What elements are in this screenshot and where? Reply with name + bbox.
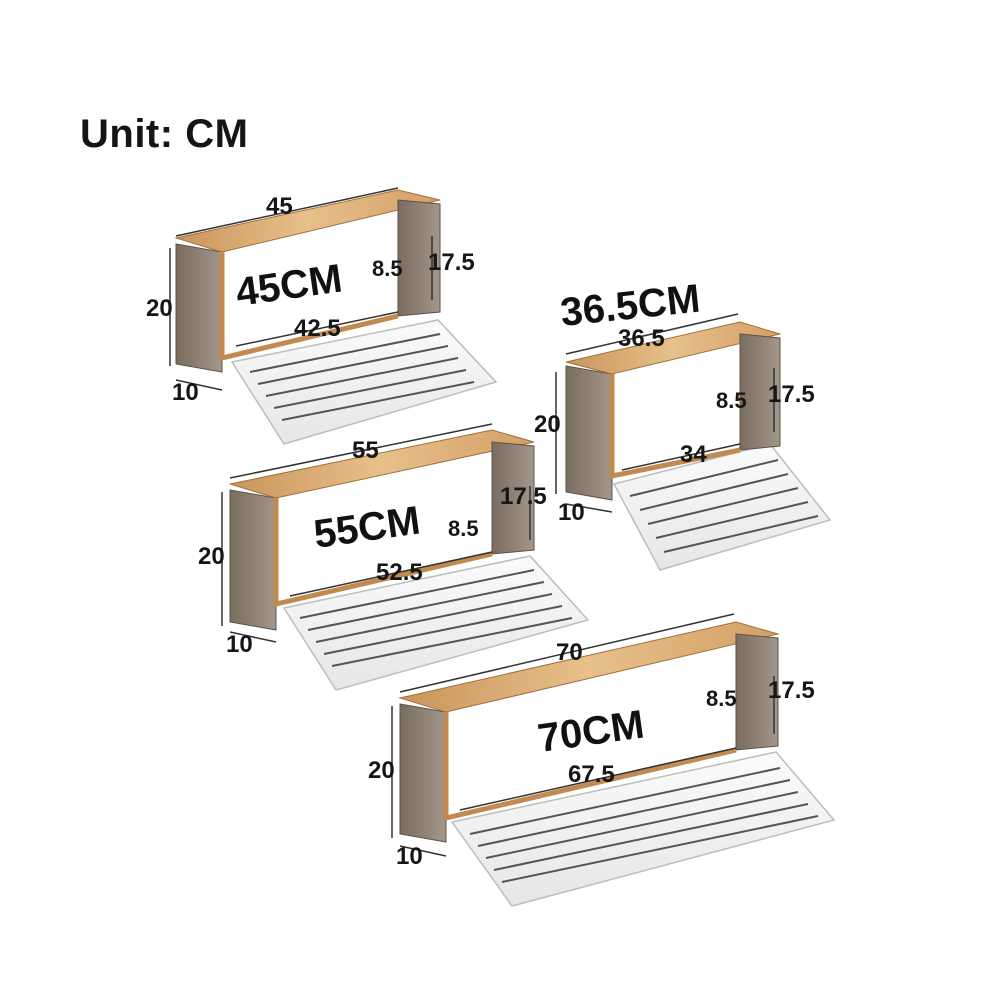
shelf-36-5	[555, 313, 832, 571]
shelf-36-5-depth-label: 10	[558, 499, 585, 526]
shelf-45-size-label: 45CM	[233, 256, 345, 314]
shelf-55-gap-label: 8.5	[448, 516, 479, 541]
shelf-36-5-top-board	[565, 321, 782, 375]
shelf-45-side-height-label: 17.5	[428, 249, 475, 276]
shelf-70-width-label: 70	[556, 639, 583, 666]
shelf-70-height-label: 20	[368, 757, 395, 784]
shelf-55-inner-width-label: 52.5	[376, 559, 423, 586]
shelf-55	[221, 423, 590, 691]
shelf-70-inner-width-label: 67.5	[568, 761, 615, 788]
shelf-55-slats	[299, 569, 573, 667]
shelf-55-width-label: 55	[352, 437, 379, 464]
shelf-36-5-width-label: 36.5	[618, 325, 665, 352]
shelf-70-slats	[469, 767, 819, 883]
shelf-45	[169, 187, 498, 445]
shelf-36-5-inner-width-label: 34	[680, 441, 707, 468]
shelf-45-top-board	[174, 189, 441, 253]
shelf-36-5-left-panel	[565, 365, 613, 501]
shelf-70-top-board	[398, 621, 780, 713]
shelf-70	[391, 613, 836, 907]
shelf-70-side-height-label: 17.5	[768, 677, 815, 704]
shelf-55-depth-label: 10	[226, 631, 253, 658]
shelf-70-right-panel	[735, 633, 779, 751]
shelf-70-left-panel	[399, 703, 447, 843]
shelf-45-tray	[230, 319, 498, 445]
shelf-55-right-panel	[491, 441, 535, 555]
shelf-45-inner-width-label: 42.5	[294, 315, 341, 342]
shelf-36-5-side-height-label: 17.5	[768, 381, 815, 408]
shelf-36-5-slats	[629, 459, 819, 553]
shelf-55-left-panel	[229, 489, 277, 631]
shelf-55-top-board	[229, 429, 535, 499]
shelf-55-side-height-label: 17.5	[500, 483, 547, 510]
shelf-45-right-panel	[397, 199, 441, 317]
shelf-70-depth-label: 10	[396, 843, 423, 870]
shelf-36-5-height-label: 20	[534, 411, 561, 438]
shelf-45-depth-label: 10	[172, 379, 199, 406]
shelf-55-size-label: 55CM	[311, 498, 423, 556]
shelf-36-5-right-panel	[739, 333, 781, 451]
unit-label: Unit: CM	[80, 112, 249, 156]
shelf-70-tray	[450, 751, 836, 907]
shelf-45-height-label: 20	[146, 295, 173, 322]
shelf-45-slats	[249, 333, 475, 421]
shelf-70-size-label: 70CM	[535, 702, 647, 760]
shelf-55-height-label: 20	[198, 543, 225, 570]
shelf-70-gap-label: 8.5	[706, 686, 737, 711]
shelf-45-left-panel	[175, 243, 223, 373]
shelf-36-5-gap-label: 8.5	[716, 388, 747, 413]
shelf-45-width-label: 45	[266, 193, 293, 220]
shelf-45-gap-label: 8.5	[372, 256, 403, 281]
